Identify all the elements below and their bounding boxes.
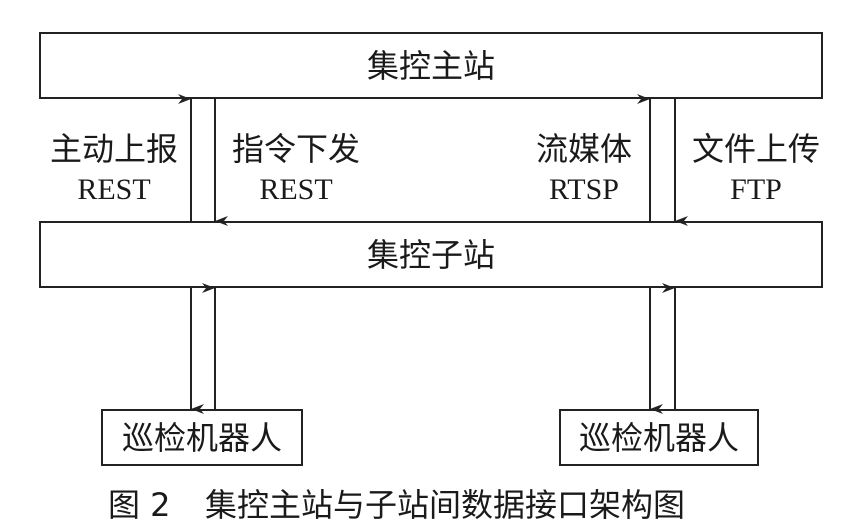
link-protocol-command: REST	[259, 173, 332, 206]
figure-caption: 图 2 集控主站与子站间数据接口架构图	[108, 486, 685, 524]
master-station-label: 集控主站	[367, 47, 495, 85]
link-name-report: 主动上报	[50, 130, 178, 168]
robot-label-right: 巡检机器人	[579, 419, 739, 457]
robot-label-left: 巡检机器人	[122, 419, 282, 457]
link-label-command: 指令下发 REST	[232, 130, 360, 206]
link-label-stream: 流媒体 RTSP	[536, 130, 632, 206]
sub-station-node: 集控子站	[39, 221, 823, 288]
link-name-command: 指令下发	[232, 130, 360, 168]
caption-number: 图 2	[108, 486, 171, 524]
link-protocol-report: REST	[77, 173, 150, 206]
robot-node-right: 巡检机器人	[559, 409, 759, 466]
caption-title: 集控主站与子站间数据接口架构图	[205, 486, 685, 524]
link-protocol-upload: FTP	[730, 173, 782, 206]
link-protocol-stream: RTSP	[549, 173, 619, 206]
robot-node-left: 巡检机器人	[101, 409, 303, 466]
link-name-upload: 文件上传	[692, 130, 820, 168]
sub-station-label: 集控子站	[367, 236, 495, 274]
link-label-upload: 文件上传 FTP	[692, 130, 820, 206]
link-name-stream: 流媒体	[536, 130, 632, 168]
master-station-node: 集控主站	[39, 32, 823, 99]
link-label-report: 主动上报 REST	[50, 130, 178, 206]
